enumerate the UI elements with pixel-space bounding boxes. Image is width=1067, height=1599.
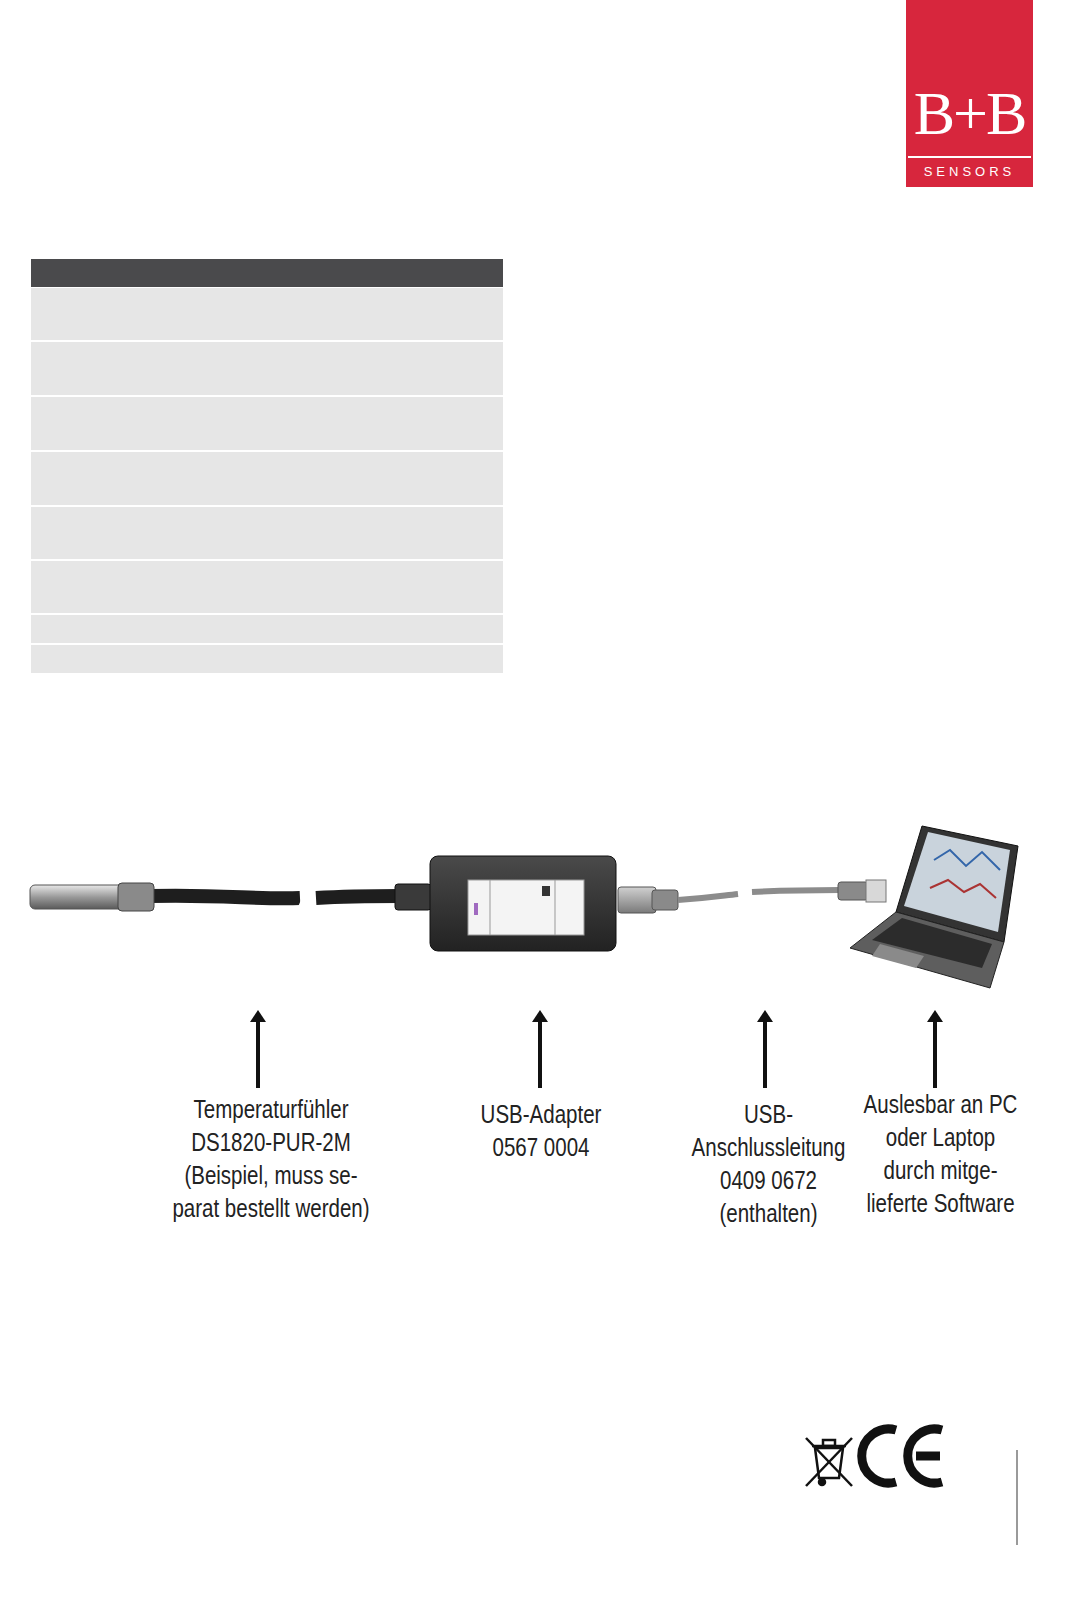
ce-mark (862, 1429, 942, 1483)
page-rule (1016, 1450, 1018, 1545)
weee-symbol (806, 1438, 852, 1486)
callout-label: Auslesbar an PC oder Laptop durch mitge-… (860, 1088, 1020, 1220)
laptop (850, 826, 1018, 988)
logo-wordmark: B+B (906, 82, 1033, 144)
usb-cable (618, 880, 886, 913)
logo-subtitle: SENSORS (908, 156, 1031, 180)
usb-adapter (430, 856, 616, 951)
callout-label: USB- Anschlussleitung 0409 0672 (enthalt… (680, 1098, 856, 1230)
callout-label: USB-Adapter 0567 0004 (471, 1098, 610, 1164)
leader-arrows (250, 1010, 943, 1088)
logo-box: B+B SENSORS (906, 0, 1033, 187)
temperature-probe (30, 883, 431, 912)
callout-label: Temperaturfühler DS1820-PUR-2M (Beispiel… (169, 1093, 374, 1225)
spec-table (31, 259, 503, 673)
